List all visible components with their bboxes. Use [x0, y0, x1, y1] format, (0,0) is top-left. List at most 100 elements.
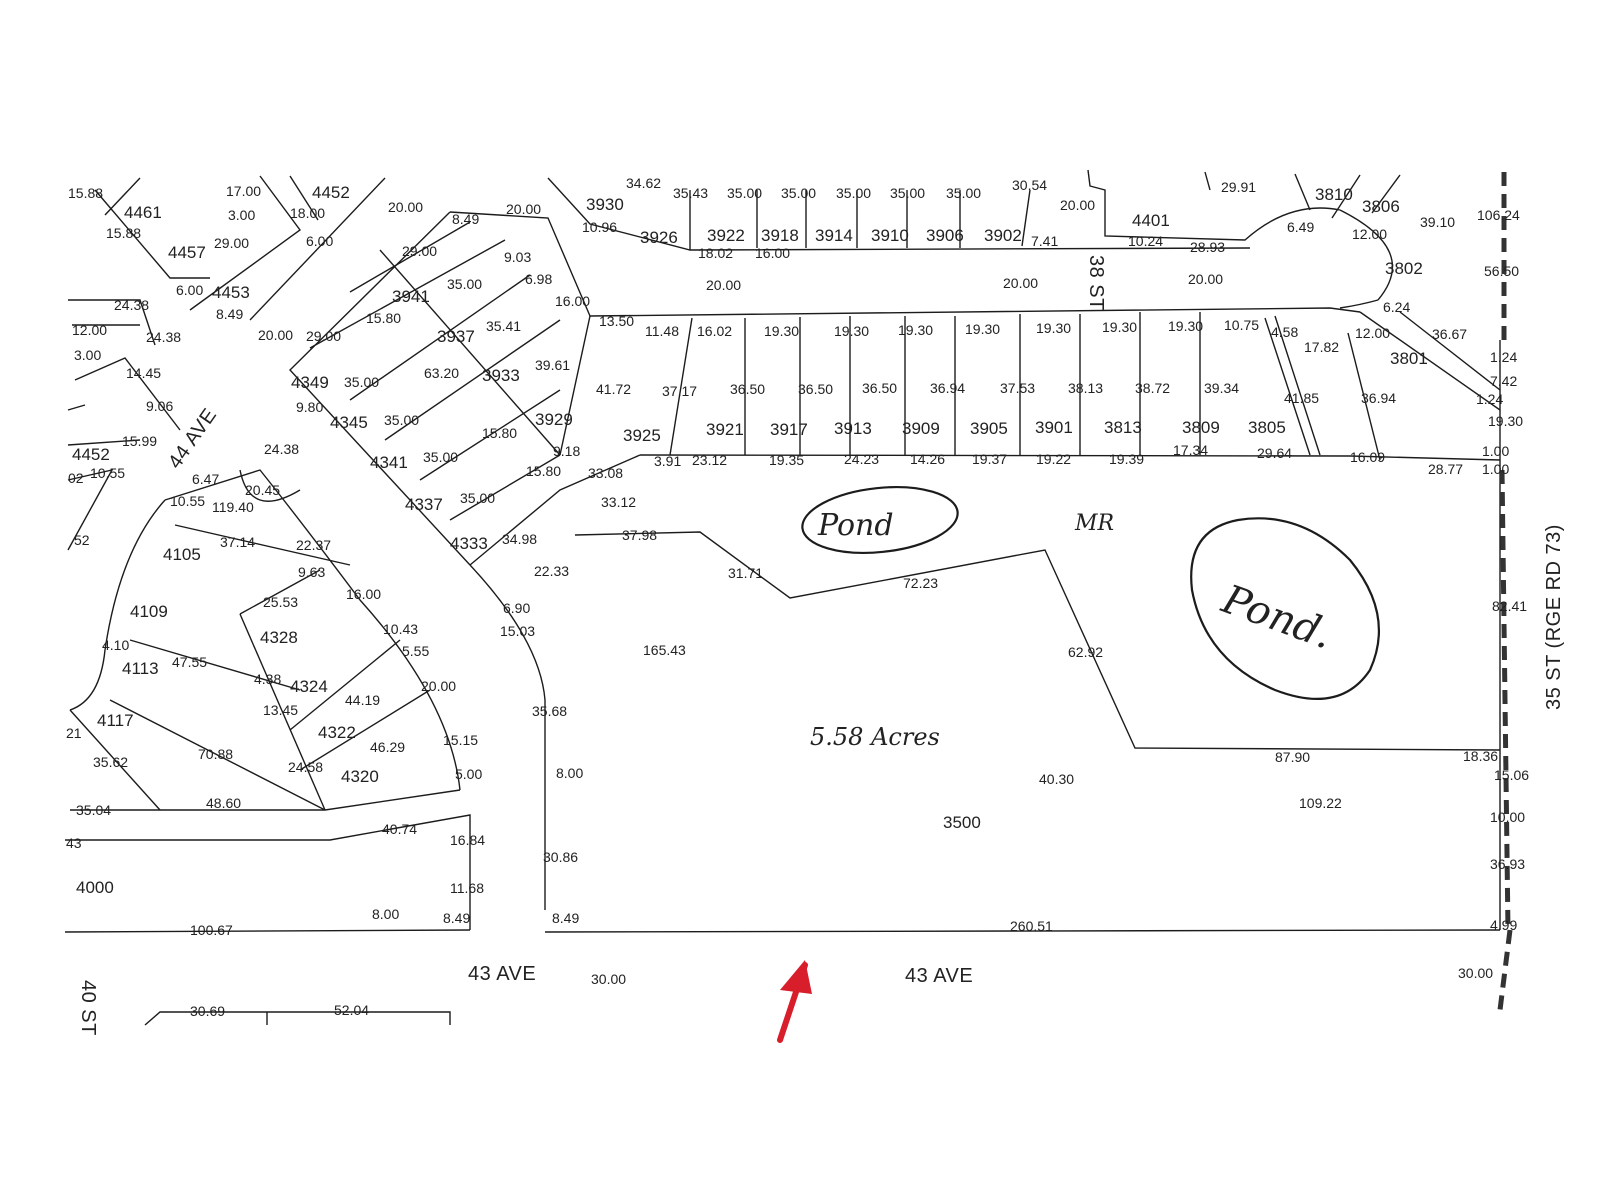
dimension: 19.39: [1109, 451, 1144, 467]
road-35-st: 35 ST (RGE RD 73): [1543, 524, 1565, 710]
dimension: 15.06: [1494, 767, 1529, 783]
dimension: 4.38: [254, 671, 281, 687]
lot-number: 4349: [291, 373, 329, 392]
dimension: 119.40: [212, 499, 254, 515]
dimension: 13.45: [263, 702, 298, 718]
mr-label: MR: [1074, 511, 1114, 536]
dimension: 7.42: [1490, 373, 1517, 389]
dimension: 36.50: [730, 381, 765, 397]
lot-number: 3905: [970, 419, 1008, 438]
dimension: 39.34: [1204, 380, 1239, 396]
dimension: 37.14: [220, 534, 255, 550]
lot-number: 3901: [1035, 418, 1073, 437]
dimension: 62.92: [1068, 644, 1103, 660]
dimension: 4.10: [102, 637, 129, 653]
lot-number: 4452: [312, 183, 350, 202]
lot-number: 3925: [623, 426, 661, 445]
dimension: 39.10: [1420, 214, 1455, 230]
dimension: 4.58: [1271, 324, 1298, 340]
dimension: 16.00: [755, 245, 790, 261]
dimension: 35.00: [836, 185, 871, 201]
dimension: 100.67: [190, 922, 233, 938]
lot-number: 4105: [163, 545, 201, 564]
dimension: 35.62: [93, 754, 128, 770]
lot-number: 3937: [437, 327, 475, 346]
dimension: 14.26: [910, 451, 945, 467]
dimension: 41.85: [1284, 390, 1319, 406]
road-44-ave: 44 AVE: [164, 404, 221, 473]
dimension: 30.54: [1012, 177, 1047, 193]
lot-number: 4461: [124, 203, 162, 222]
dimension: 6.00: [176, 282, 203, 298]
acreage-label: 5.58 Acres: [810, 723, 940, 751]
dimension: 19.22: [1036, 451, 1071, 467]
dimension: 12.00: [1355, 325, 1390, 341]
lot-number: 4324: [290, 677, 328, 696]
lot-number: 4113: [122, 659, 159, 678]
lot-number: 4320: [341, 767, 379, 786]
dimension: 24.58: [288, 759, 323, 775]
lot-number: 4345: [330, 413, 368, 432]
dimension: 30.86: [543, 849, 578, 865]
lot-number: 3902: [984, 226, 1022, 245]
dimension: 35.00: [384, 412, 419, 428]
pond-large: Pond.: [1190, 517, 1380, 701]
dimension: 25.53: [263, 594, 298, 610]
dimension: 35.00: [781, 185, 816, 201]
dimension: 15.80: [482, 425, 517, 441]
dimension: 47.55: [172, 654, 207, 670]
dimension: 87.90: [1275, 749, 1310, 765]
dimension: 35.00: [344, 374, 379, 390]
dimension: 16.09: [1350, 449, 1385, 465]
dimension-labels: 15.88 17.00 3.00 18.00 20.00 20.00 15.88…: [66, 175, 1529, 1019]
dimension: 19.37: [972, 451, 1007, 467]
dimension: 22.33: [534, 563, 569, 579]
lot-number: 3805: [1248, 418, 1286, 437]
dimension: 17.34: [1173, 442, 1208, 458]
dimension: 70.88: [198, 746, 233, 762]
dimension: 35.04: [76, 802, 111, 818]
dimension: 9.18: [553, 443, 580, 459]
dimension: 37.17: [662, 383, 697, 399]
lot-number: 3809: [1182, 418, 1220, 437]
dimension: 30.69: [190, 1003, 225, 1019]
dimension: 4.99: [1490, 917, 1517, 933]
lot-number: 4109: [130, 602, 168, 621]
dimension: 19.30: [1488, 413, 1523, 429]
dimension: 9.80: [296, 399, 323, 415]
dimension: 1.00: [1482, 443, 1509, 459]
dimension: 20.00: [258, 327, 293, 343]
dimension: 28.93: [1190, 239, 1225, 255]
lot-number: 3914: [815, 226, 853, 245]
lot-number: 4333: [450, 534, 488, 553]
dimension: 22.37: [296, 537, 331, 553]
lot-number: 4341: [370, 453, 408, 472]
dimension: 35.43: [673, 185, 708, 201]
dimension: 15.99: [122, 433, 157, 449]
dimension: 10.55: [90, 465, 125, 481]
dimension: 10.96: [582, 219, 617, 235]
dimension: 9.03: [504, 249, 531, 265]
road-43-ave-right: 43 AVE: [905, 965, 973, 987]
dimension: 6.24: [1383, 299, 1410, 315]
dimension: 38.13: [1068, 380, 1103, 396]
dimension: 11.48: [645, 323, 679, 339]
dimension: 106.24: [1477, 207, 1520, 223]
dimension: 37.53: [1000, 380, 1035, 396]
dimension: 19.30: [834, 323, 869, 339]
dimension: 30.00: [1458, 965, 1493, 981]
dimension: 5.55: [402, 643, 429, 659]
dimension: 8.49: [443, 910, 470, 926]
dimension: 1.24: [1476, 391, 1503, 407]
lot-number: 3909: [902, 419, 940, 438]
dimension: 36.94: [1361, 390, 1396, 406]
dimension: 24.38: [146, 329, 181, 345]
dimension: 36.67: [1432, 326, 1467, 342]
dimension: 15.88: [106, 225, 141, 241]
lot-number: 4322: [318, 723, 356, 742]
dimension: 16.02: [697, 323, 732, 339]
dimension: 10.43: [383, 621, 418, 637]
dimension: 35.00: [447, 276, 482, 292]
dimension: 6.47: [192, 471, 219, 487]
